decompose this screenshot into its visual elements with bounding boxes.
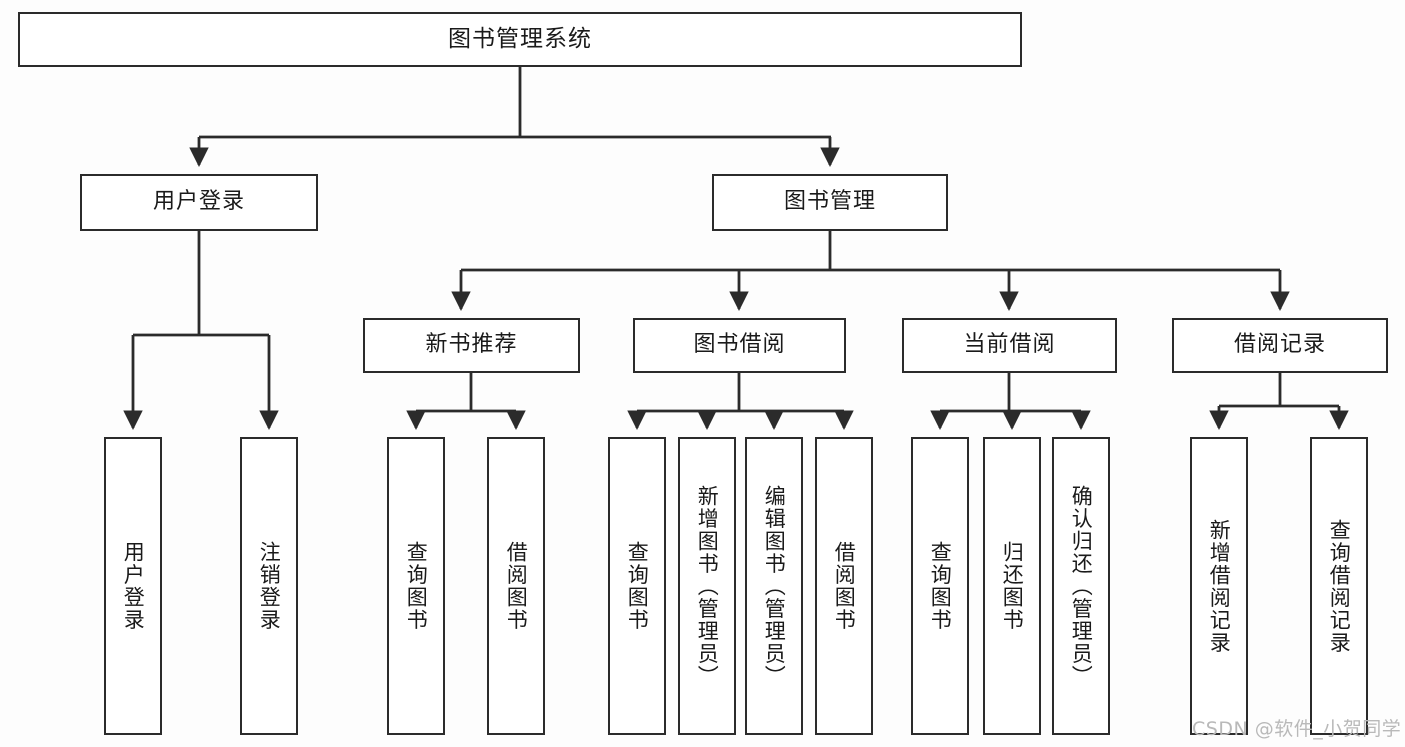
node-user-login[interactable]: 用户登录 xyxy=(80,174,318,231)
node-current-borrow[interactable]: 当前借阅 xyxy=(902,318,1117,373)
csdn-watermark: CSDN @软件_小贺同学 xyxy=(1192,718,1402,740)
node-borrow-record[interactable]: 借阅记录 xyxy=(1172,318,1388,373)
node-book-management[interactable]: 图书管理 xyxy=(712,174,948,231)
node-book-borrow[interactable]: 图书借阅 xyxy=(633,318,846,373)
leaf-borrow-book[interactable]: 借阅图书 xyxy=(815,437,873,735)
leaf-query-book-borrow[interactable]: 查询图书 xyxy=(608,437,666,735)
leaf-borrow-book-recommend[interactable]: 借阅图书 xyxy=(487,437,545,735)
leaf-query-borrow-record[interactable]: 查询借阅记录 xyxy=(1310,437,1368,735)
leaf-query-book-recommend[interactable]: 查询图书 xyxy=(387,437,445,735)
leaf-add-borrow-record[interactable]: 新增借阅记录 xyxy=(1190,437,1248,735)
leaf-confirm-return-admin[interactable]: 确认归还（管理员） xyxy=(1052,437,1110,735)
leaf-edit-book-admin[interactable]: 编辑图书（管理员） xyxy=(745,437,803,735)
leaf-user-login[interactable]: 用户登录 xyxy=(104,437,162,735)
leaf-return-book[interactable]: 归还图书 xyxy=(983,437,1041,735)
node-new-book-recommend[interactable]: 新书推荐 xyxy=(363,318,580,373)
leaf-query-book-current[interactable]: 查询图书 xyxy=(911,437,969,735)
leaf-add-book-admin[interactable]: 新增图书（管理员） xyxy=(678,437,736,735)
node-root-system[interactable]: 图书管理系统 xyxy=(18,12,1022,67)
leaf-logout[interactable]: 注销登录 xyxy=(240,437,298,735)
